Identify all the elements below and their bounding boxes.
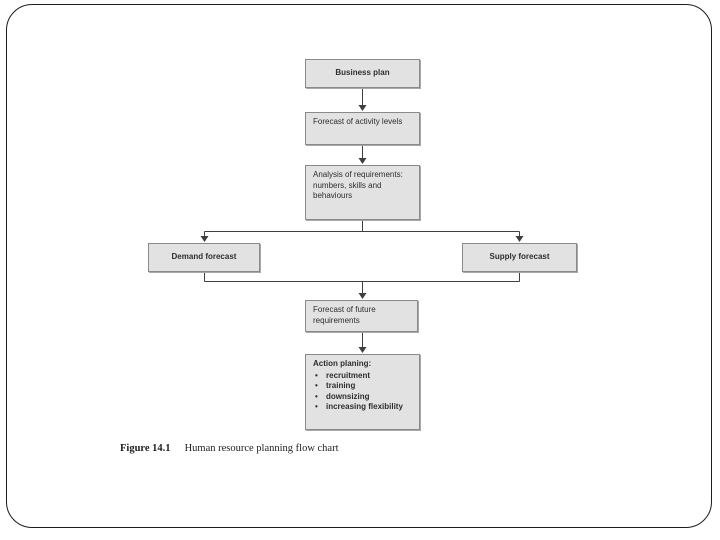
flowchart-box-supply-forecast: Supply forecast xyxy=(462,243,577,272)
arrowheads xyxy=(200,105,524,353)
action-item: increasing flexibility xyxy=(313,402,412,413)
figure-caption: Figure 14.1 Human resource planning flow … xyxy=(120,443,339,454)
action-planing-list: recruitmenttrainingdownsizingincreasing … xyxy=(313,371,412,413)
action-item: downsizing xyxy=(313,392,412,403)
flowchart-box-future-requirements: Forecast of future requirements xyxy=(305,300,418,332)
action-item: training xyxy=(313,381,412,392)
slide-border xyxy=(6,4,712,528)
box-label: Forecast of future requirements xyxy=(313,305,376,325)
figure-caption-text: Human resource planning flow chart xyxy=(184,443,339,454)
figure-caption-label: Figure 14.1 xyxy=(120,443,171,454)
action-item: recruitment xyxy=(313,371,412,382)
box-label: Supply forecast xyxy=(489,252,550,262)
box-label: Demand forecast xyxy=(171,252,237,262)
action-planing-title: Action planing: xyxy=(313,359,372,368)
box-label: Analysis of requirements: numbers, skill… xyxy=(313,170,403,200)
flowchart-box-business-plan: Business plan xyxy=(305,59,420,88)
flowchart-box-demand-forecast: Demand forecast xyxy=(148,243,260,272)
flowchart-box-action-planing: Action planing: recruitmenttrainingdowns… xyxy=(305,354,420,430)
flowchart-box-analysis-requirements: Analysis of requirements: numbers, skill… xyxy=(305,165,420,220)
box-label: Forecast of activity levels xyxy=(313,117,403,126)
box-label: Business plan xyxy=(335,68,390,78)
flowchart-box-forecast-activity: Forecast of activity levels xyxy=(305,112,420,145)
